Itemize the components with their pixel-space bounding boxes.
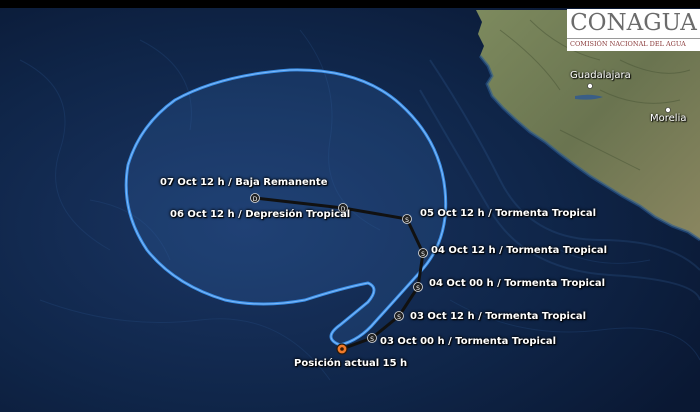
conagua-logo: CONAGUA COMISIÓN NACIONAL DEL AGUA <box>567 9 700 51</box>
track-label-03oct12: 03 Oct 12 h / Tormenta Tropical <box>410 311 587 322</box>
track-marker-03oct12[interactable] <box>394 311 404 321</box>
track-marker-06oct12[interactable] <box>338 203 348 213</box>
city-marker-guadalajara <box>587 83 593 89</box>
track-marker-letter: S <box>416 285 420 292</box>
city-label-guadalajara: Guadalajara <box>570 70 631 81</box>
track-label-03oct00: 03 Oct 00 h / Tormenta Tropical <box>380 336 557 347</box>
track-marker-07oct12[interactable] <box>250 193 260 203</box>
logo-name: CONAGUA <box>570 10 697 36</box>
logo-divider <box>567 38 700 39</box>
track-label-06oct12: 06 Oct 12 h / Depresión Tropical <box>170 209 351 220</box>
sea-floor-ridges <box>419 59 700 301</box>
track-marker-letter: D <box>253 196 258 203</box>
track-marker-letter: S <box>397 314 401 321</box>
current-position-center <box>340 347 344 351</box>
track-marker-letter: D <box>341 206 346 213</box>
lake-chapala <box>575 94 603 100</box>
track-label-04oct00: 04 Oct 00 h / Tormenta Tropical <box>429 278 606 289</box>
track-label-04oct12: 04 Oct 12 h / Tormenta Tropical <box>431 245 608 256</box>
track-marker-04oct00[interactable] <box>413 282 423 292</box>
track-label-05oct12: 05 Oct 12 h / Tormenta Tropical <box>420 208 597 219</box>
land-area <box>476 10 700 240</box>
coastal-shelf <box>478 55 700 242</box>
track-marker-letter: S <box>405 217 409 224</box>
track-markers: D D S S S S S <box>250 193 428 343</box>
current-position-label: Posición actual 15 h <box>294 358 408 369</box>
track-marker-letter: S <box>370 336 374 343</box>
forecast-cone-glow <box>125 69 447 346</box>
track-label-07oct12: 07 Oct 12 h / Baja Remanente <box>160 177 328 188</box>
track-marker-03oct00[interactable] <box>367 333 377 343</box>
track-marker-04oct12[interactable] <box>418 248 428 258</box>
track-marker-05oct12[interactable] <box>402 214 412 224</box>
city-marker-morelia <box>665 107 671 113</box>
top-frame-bar <box>0 0 700 8</box>
sea-floor-texture <box>19 29 700 381</box>
land-texture <box>499 19 691 171</box>
logo-subtitle: COMISIÓN NACIONAL DEL AGUA <box>570 40 686 48</box>
city-label-morelia: Morelia <box>650 113 687 124</box>
track-marker-letter: S <box>421 251 425 258</box>
storm-track-line <box>254 196 425 351</box>
